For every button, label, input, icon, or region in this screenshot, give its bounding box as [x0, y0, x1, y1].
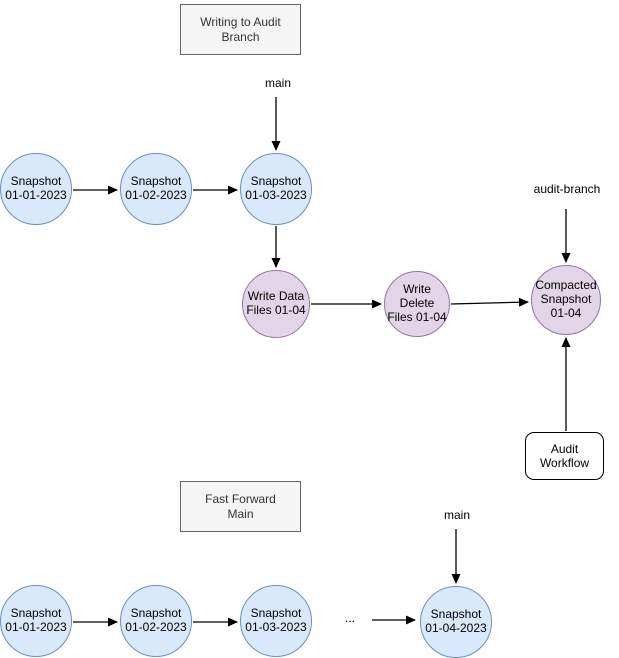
branch-label-main-top: main	[264, 76, 291, 90]
node-snapshot-01-03-2023-top[interactable]: Snapshot 01-03-2023	[240, 153, 312, 225]
node-compacted-snapshot-01-04[interactable]: Compacted Snapshot 01-04	[531, 265, 601, 335]
branch-label-audit-branch: audit-branch	[533, 182, 601, 196]
node-audit-workflow[interactable]: Audit Workflow	[525, 432, 604, 480]
node-write-data-files-01-04[interactable]: Write Data Files 01-04	[242, 270, 310, 338]
section-title-fast-forward-main: Fast Forward Main	[180, 481, 301, 532]
node-snapshot-01-02-2023-bottom[interactable]: Snapshot 01-02-2023	[120, 585, 192, 657]
ellipsis-label: ...	[344, 611, 355, 625]
node-write-delete-files-01-04[interactable]: Write Delete Files 01-04	[384, 271, 450, 337]
section-title-writing-to-audit-branch: Writing to Audit Branch	[180, 4, 301, 55]
node-snapshot-01-01-2023-bottom[interactable]: Snapshot 01-01-2023	[0, 585, 72, 657]
node-snapshot-01-01-2023-top[interactable]: Snapshot 01-01-2023	[0, 153, 72, 225]
branch-label-main-bottom: main	[443, 508, 470, 522]
node-snapshot-01-02-2023-top[interactable]: Snapshot 01-02-2023	[120, 153, 192, 225]
node-snapshot-01-03-2023-bottom[interactable]: Snapshot 01-03-2023	[240, 585, 312, 657]
edge-write-delete-to-compacted	[450, 297, 529, 307]
node-snapshot-01-04-2023-bottom[interactable]: Snapshot 01-04-2023	[420, 586, 492, 658]
